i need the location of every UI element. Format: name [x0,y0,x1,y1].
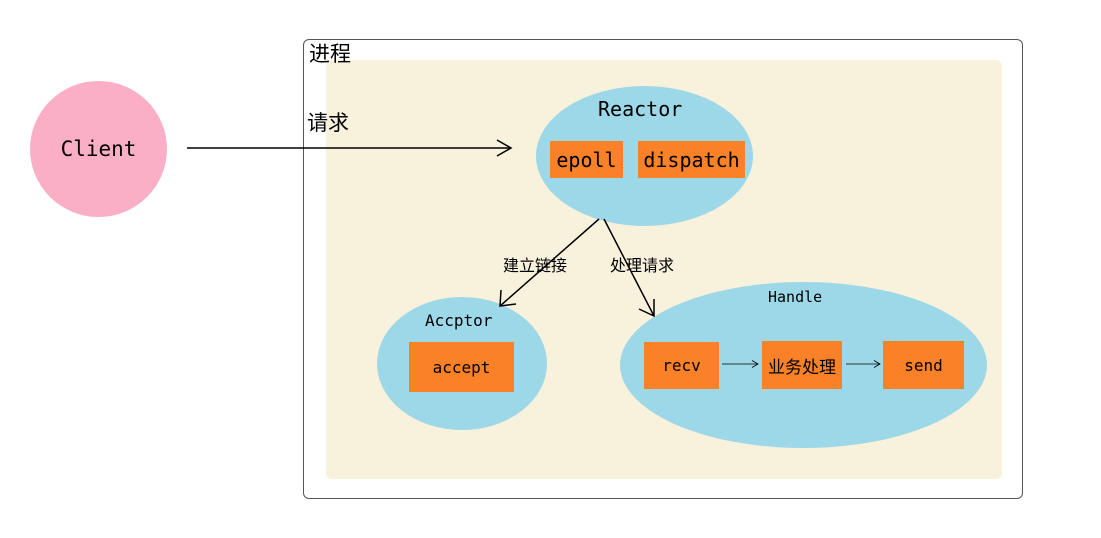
arrow-recv-to-business [722,360,759,368]
request-label: 请求 [307,111,349,135]
business-label: 业务处理 [768,357,836,378]
dispatch-box: dispatch [638,141,745,178]
process-title: 进程 [309,42,351,66]
reactor-title: Reactor [598,97,683,121]
client-node: Client [30,81,167,217]
arrow-reactor-to-acceptor [499,218,600,307]
send-label: send [904,355,943,375]
handle-title: Handle [768,288,823,306]
accept-box: accept [409,342,514,392]
dispatch-label: dispatch [643,147,740,172]
epoll-label: epoll [556,147,617,172]
recv-box: recv [644,342,719,389]
acceptor-title: Accptor [425,311,493,330]
client-label: Client [60,137,137,161]
send-box: send [883,341,964,389]
arrow-business-to-send [846,360,881,368]
recv-label: recv [662,356,701,375]
epoll-box: epoll [550,141,623,178]
arrow-reactor-to-handle [603,218,655,318]
arrow-client-to-reactor [187,139,513,157]
accept-label: accept [432,357,491,377]
business-box: 业务处理 [762,341,842,389]
